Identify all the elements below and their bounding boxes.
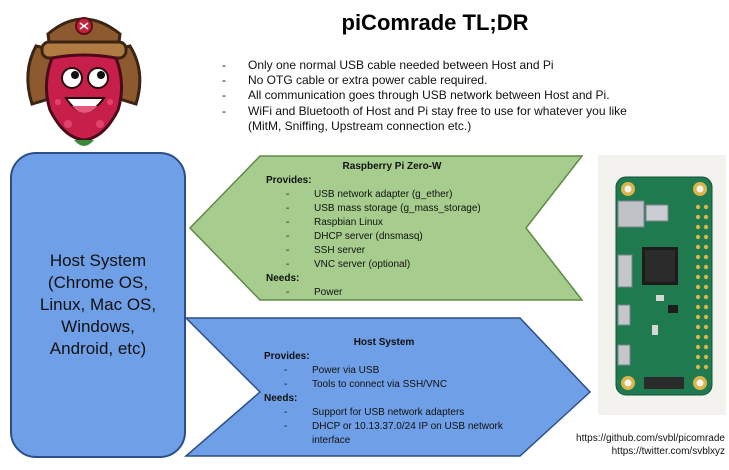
host-system-box: Host System (Chrome OS, Linux, Mac OS, W…	[10, 152, 186, 458]
summary-item: No OTG cable or extra power cable requir…	[222, 73, 662, 88]
summary-item: All communication goes through USB netwo…	[222, 88, 662, 103]
host-provides-item: Tools to connect via SSH/VNC	[264, 378, 504, 392]
github-link[interactable]: https://github.com/svbl/picomrade	[576, 433, 725, 444]
summary-item: WiFi and Bluetooth of Host and Pi stay f…	[222, 104, 662, 134]
summary-item: Only one normal USB cable needed between…	[222, 58, 662, 73]
pi-provides-item: SSH server	[266, 244, 498, 258]
pi-provides-item: DHCP server (dnsmasq)	[266, 230, 498, 244]
pi-provides-item: USB mass storage (g_mass_storage)	[266, 202, 498, 216]
credit-links: https://github.com/svbl/picomrade https:…	[465, 432, 725, 458]
pi-needs-heading: Needs:	[266, 273, 300, 284]
twitter-link[interactable]: https://twitter.com/svblxyz	[611, 446, 725, 457]
summary-list: Only one normal USB cable needed between…	[222, 58, 662, 134]
pi-capabilities: Raspberry Pi Zero-W Provides: USB networ…	[266, 160, 498, 300]
host-provides-item: Power via USB	[264, 364, 504, 378]
pi-provides-item: USB network adapter (g_ether)	[266, 188, 498, 202]
host-needs-item: DHCP or 10.13.37.0/24 IP on USB network …	[264, 420, 504, 448]
raspberry-pi-zero-board-icon	[598, 155, 726, 415]
host-capabilities: Host System Provides: Power via USB Tool…	[264, 336, 504, 448]
comrade-raspberry-logo-icon	[26, 17, 142, 146]
pi-provides-heading: Provides:	[266, 175, 312, 186]
pi-block-title: Raspberry Pi Zero-W	[342, 161, 442, 172]
pi-needs-item: Power	[266, 286, 498, 300]
pi-provides-item: VNC server (optional)	[266, 258, 498, 272]
host-needs-item: Support for USB network adapters	[264, 406, 504, 420]
host-system-label: Host System (Chrome OS, Linux, Mac OS, W…	[39, 251, 157, 358]
host-provides-heading: Provides:	[264, 351, 310, 362]
pi-provides-item: Raspbian Linux	[266, 216, 498, 230]
page-title: piComrade TL;DR	[341, 10, 529, 35]
host-block-title: Host System	[353, 337, 415, 348]
host-needs-heading: Needs:	[264, 393, 298, 404]
